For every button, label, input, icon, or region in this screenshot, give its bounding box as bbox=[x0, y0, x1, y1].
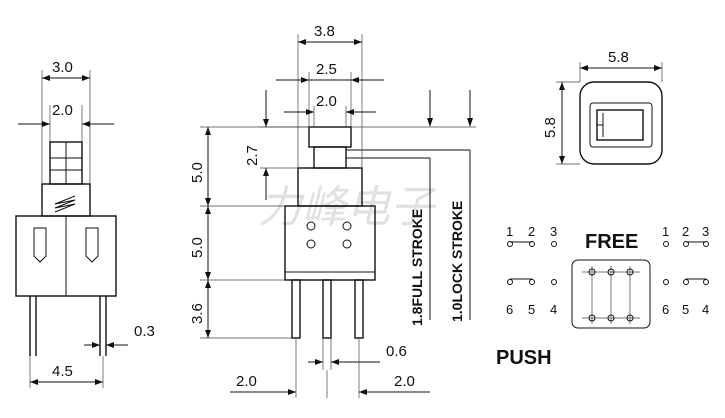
pin-label-tr-1: 1 bbox=[662, 224, 669, 239]
pin-label-br-6: 6 bbox=[662, 302, 669, 317]
front-dim-pin-length: 3.6 bbox=[189, 303, 206, 324]
front-dim-body-height: 5.0 bbox=[189, 237, 206, 258]
front-dim-top: 3.8 bbox=[314, 23, 335, 40]
pin-label-bl-5: 5 bbox=[528, 302, 535, 317]
top-dim-height: 5.8 bbox=[542, 117, 559, 138]
side-dim-pin-thickness: 0.3 bbox=[134, 323, 155, 340]
front-dim-actuator-total: 5.0 bbox=[189, 162, 206, 183]
side-dim-pin-spacing: 4.5 bbox=[52, 363, 73, 380]
free-label: FREE bbox=[585, 231, 638, 253]
front-dim-mid: 2.5 bbox=[316, 61, 337, 78]
front-dim-pin-width: 0.6 bbox=[386, 343, 407, 360]
watermark: 力峰电子 bbox=[258, 182, 437, 233]
top-dim-width: 5.8 bbox=[608, 49, 629, 66]
lock-stroke-label: 1.0LOCK STROKE bbox=[449, 201, 465, 322]
push-label: PUSH bbox=[496, 347, 552, 369]
pin-label-tr-3: 3 bbox=[702, 224, 709, 239]
full-stroke-label: 1.8FULL STROKE bbox=[409, 209, 425, 326]
front-dim-pitch-right: 2.0 bbox=[394, 373, 415, 390]
pin-label-bl-4: 4 bbox=[550, 302, 557, 317]
pin-label-br-4: 4 bbox=[702, 302, 709, 317]
side-dim-actuator-width: 2.0 bbox=[52, 102, 73, 119]
pin-label-br-5: 5 bbox=[682, 302, 689, 317]
front-dim-inner: 2.0 bbox=[316, 93, 337, 110]
pin-label-tr-2: 2 bbox=[682, 224, 689, 239]
switch-schematic: 1 2 3 6 5 4 FREE 1 2 bbox=[496, 224, 709, 369]
footprint-pads bbox=[588, 268, 634, 322]
pin-label-tl-2: 2 bbox=[528, 224, 535, 239]
front-dim-pitch-left: 2.0 bbox=[236, 373, 257, 390]
pin-label-tl-3: 3 bbox=[550, 224, 557, 239]
pin-label-bl-6: 6 bbox=[506, 302, 513, 317]
front-dim-actuator-height: 2.7 bbox=[244, 145, 261, 166]
front-view: 3.8 2.5 2.0 2.7 5.0 bbox=[189, 23, 476, 398]
side-dim-top-width: 3.0 bbox=[52, 59, 73, 76]
top-view: 5.8 5.8 bbox=[542, 49, 663, 165]
pin-label-tl-1: 1 bbox=[506, 224, 513, 239]
side-view: 3.0 2.0 0.3 4.5 bbox=[15, 59, 155, 388]
